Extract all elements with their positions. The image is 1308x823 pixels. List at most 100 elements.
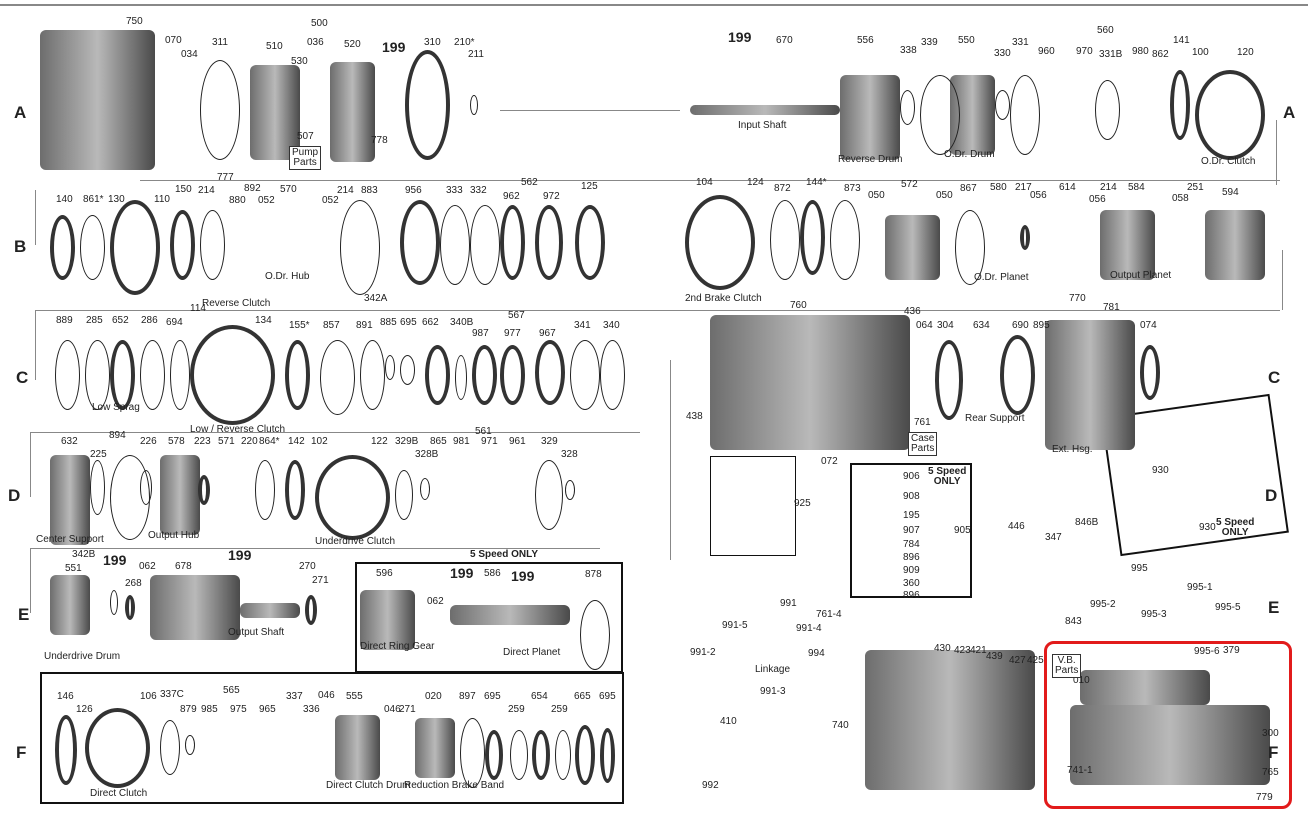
part-number-label: 446 [1008,521,1025,532]
part-number-label: 214 [198,185,215,196]
part-number-label: 064 [916,320,933,331]
part-ring [460,718,485,788]
part-number-label: 864* [259,436,280,447]
part-number-label: 052 [258,195,275,206]
part-number-label: 300 [1262,728,1279,739]
part-ring [455,355,467,400]
part-number-label: 286 [141,315,158,326]
part-ring [920,75,960,155]
part-number-label: 750 [126,16,143,27]
part-ring [1095,80,1120,140]
part-number-label: 195 [903,510,920,521]
section-letter-e: E [1268,598,1280,617]
part-number-label: 124 [747,177,764,188]
part-number-label: 872 [774,183,791,194]
caption-odr-hub: O.Dr. Hub [265,271,310,282]
part-ring [200,210,225,280]
part-ring [1195,70,1265,160]
part-number-label: 436 [904,306,921,317]
part-number-label: 862 [1152,49,1169,60]
part-number-label: 259 [551,704,568,715]
caption-reverse-drum: Reverse Drum [838,154,903,165]
part-number-label: 199 [103,552,127,568]
part-number-label: 652 [112,315,129,326]
part-number-label: 614 [1059,182,1076,193]
part-number-label: 070 [165,35,182,46]
part-ring [900,90,915,125]
part-number-label: 211 [468,49,484,60]
part-number-label: 907 [903,525,920,536]
part-number-label: 970 [1076,46,1093,57]
part-ring [830,200,860,280]
part-ring [1010,75,1040,155]
case-parts-box[interactable]: Case Parts [908,432,938,456]
caption-input-shaft: Input Shaft [738,120,787,131]
part-number-label: 578 [168,436,185,447]
caption-2nd-brake-clutch: 2nd Brake Clutch [685,293,762,304]
section-letter-a: A [14,103,27,122]
part-number-label: 889 [56,315,73,326]
part-number-label: 865 [430,436,447,447]
part-number-label: 765 [1262,767,1279,778]
part-ring [90,460,105,515]
section-letter-c: C [16,368,29,387]
flow-guide-line [500,110,680,111]
part-number-label: 678 [175,561,192,572]
part-number-label: 843 [1065,616,1082,627]
part-number-label: 142 [288,436,305,447]
part-ring [50,215,75,280]
caption-low-reverse-clutch: Low / Reverse Clutch [190,424,286,435]
part-ring [140,470,152,505]
section-letter-f: F [16,743,27,762]
part-number-label: 072 [821,456,838,467]
part-number-label: 995-3 [1141,609,1167,620]
output-planet [1100,210,1155,280]
part-number-label: 560 [1097,25,1114,36]
part-number-label: 690 [1012,320,1029,331]
part-ring [340,200,380,295]
part-number-label: 270 [299,561,316,572]
part-number-label: 930 [1199,522,1216,533]
underdrive-drum [50,575,90,635]
part-number-label: 960 [1038,46,1055,57]
part-number-label: 781 [1103,302,1120,313]
part-number-label: 333 [446,185,463,196]
part-number-label: 439 [986,651,1003,662]
note-5-speed-only: 5 Speed ONLY [1216,517,1255,538]
caption-center-support: Center Support [36,534,104,545]
ring-gear-594 [1205,210,1265,280]
reduction-brake-band [415,718,455,778]
part-number-label: 761-4 [816,609,842,620]
part-ring [955,210,985,285]
part-number-label: 551 [65,563,82,574]
part-number-label: 971 [481,436,498,447]
part-number-label: 571 [218,436,235,447]
part-ring [995,90,1010,120]
part-number-label: 199 [450,565,474,581]
part-number-label: 056 [1030,190,1047,201]
part-ring [170,210,195,280]
part-number-label: 857 [323,320,340,331]
pump-body [250,65,300,160]
part-number-label: 050 [868,190,885,201]
caption-direct-ring-gear: Direct Ring Gear [360,641,435,652]
part-number-label: 140 [56,194,73,205]
part-ring [510,730,528,780]
part-ring [575,205,605,280]
part-number-label: 342B [72,549,96,560]
highlight-oil-pan-region[interactable] [1044,641,1292,809]
part-number-label: 155* [289,320,310,331]
part-number-label: 074 [1140,320,1157,331]
part-number-label: 106 [140,691,157,702]
part-number-label: 777 [217,172,234,183]
vb-parts-box[interactable]: V.B. Parts [1052,654,1082,678]
part-number-label: 925 [794,498,811,509]
part-number-label: 427 [1009,655,1026,666]
part-number-label: 761 [914,417,931,428]
pump-parts-box[interactable]: Pump Parts [289,146,322,170]
flow-guide-line [1276,120,1277,185]
part-number-label: 226 [140,436,157,447]
part-number-label: 199 [228,547,252,563]
part-ring [800,200,825,275]
part-number-label: 259 [508,704,525,715]
